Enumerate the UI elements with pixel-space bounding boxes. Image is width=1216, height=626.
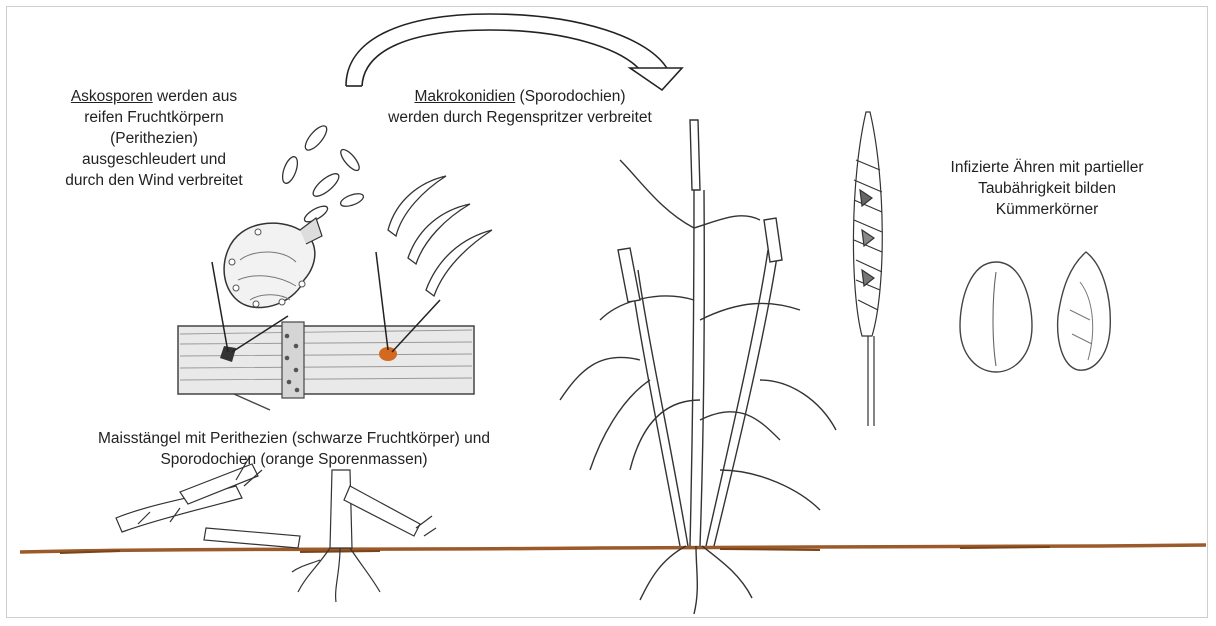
corn-debris bbox=[116, 456, 436, 602]
ascospore-line3: (Perithezien) bbox=[28, 128, 280, 149]
corn-stalk-caption: Maisstängel mit Perithezien (schwarze Fr… bbox=[54, 428, 534, 470]
corn-stalk-line2: Sporodochien (orange Sporenmassen) bbox=[54, 449, 534, 470]
macroconidia-line2: werden durch Regenspritzer verbreitet bbox=[350, 107, 690, 128]
ascospore-term: Askosporen bbox=[71, 88, 153, 105]
ascospores bbox=[280, 123, 365, 225]
ascospore-line5: durch den Wind verbreitet bbox=[28, 170, 280, 191]
healthy-kernel bbox=[960, 262, 1032, 372]
infected-line2: Taubährigkeit bilden bbox=[918, 178, 1176, 199]
soil-line bbox=[20, 545, 1206, 552]
wheat-ear-detail bbox=[853, 112, 882, 426]
infected-ears-caption: Infizierte Ähren mit partieller Taubähri… bbox=[918, 157, 1176, 220]
shriveled-kernel bbox=[1058, 252, 1111, 370]
corn-stalk-line1: Maisstängel mit Perithezien (schwarze Fr… bbox=[54, 428, 534, 449]
macroconidia-line1-rest: (Sporodochien) bbox=[515, 88, 625, 105]
dispersal-arrow bbox=[346, 14, 682, 90]
macroconidia-term: Makrokonidien bbox=[414, 88, 515, 105]
infected-line3: Kümmerkörner bbox=[918, 199, 1176, 220]
infected-line1: Infizierte Ähren mit partieller bbox=[918, 157, 1176, 178]
ascospore-line1-rest: werden aus bbox=[153, 88, 237, 105]
ascospore-line4: ausgeschleudert und bbox=[28, 149, 280, 170]
perithecium bbox=[224, 218, 322, 308]
corn-stalk-section bbox=[178, 322, 474, 410]
ascospore-line2: reifen Fruchtkörpern bbox=[28, 107, 280, 128]
wheat-plant bbox=[560, 120, 836, 614]
ascospore-caption: Askosporen werden aus reifen Fruchtkörpe… bbox=[28, 86, 280, 191]
macroconidia-caption: Makrokonidien (Sporodochien) werden durc… bbox=[350, 86, 690, 128]
macroconidia bbox=[388, 176, 492, 296]
